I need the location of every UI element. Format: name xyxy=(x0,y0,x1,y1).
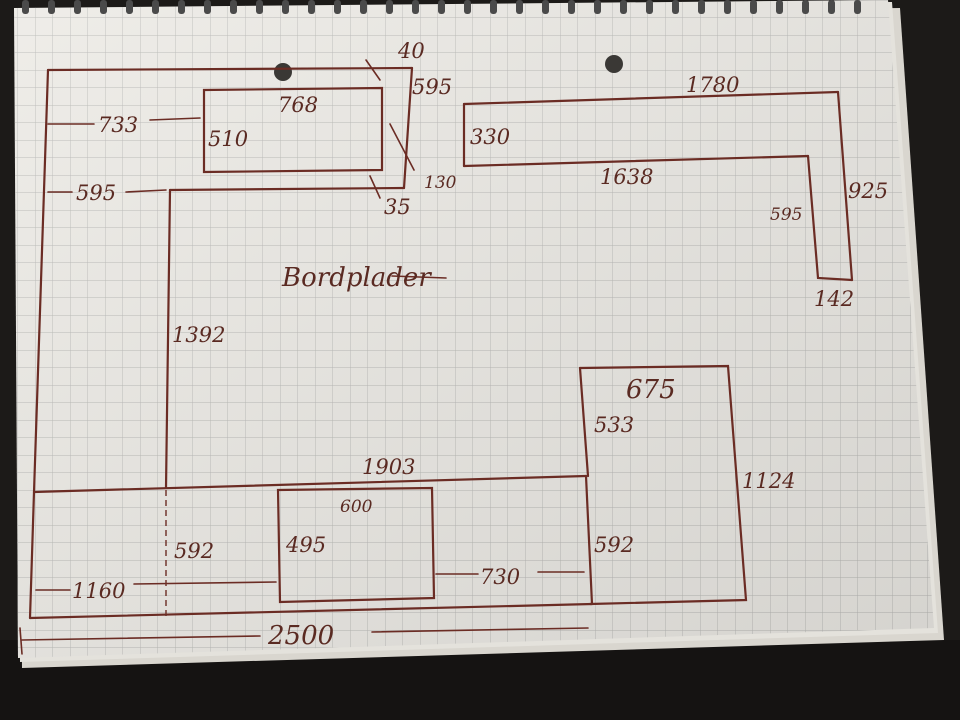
dim-label-1780: 1780 xyxy=(686,73,739,97)
dim-label-925: 925 xyxy=(848,179,888,203)
dim-label-768: 768 xyxy=(278,93,318,117)
spiral-binding xyxy=(22,0,861,14)
dim-label-330: 330 xyxy=(470,125,510,149)
dim-label-1160: 1160 xyxy=(72,579,125,603)
dim-label-1124: 1124 xyxy=(742,469,795,493)
dim-label-592-right: 592 xyxy=(594,533,634,557)
countertop-sketch xyxy=(19,59,854,655)
dim-label-733: 733 xyxy=(98,113,138,137)
punch-hole xyxy=(605,55,623,73)
dim-label-592-left: 592 xyxy=(174,539,214,563)
dim-label-675: 675 xyxy=(626,375,676,405)
punch-hole xyxy=(274,63,292,81)
dim-label-35: 35 xyxy=(384,195,411,219)
dim-label-595-top: 595 xyxy=(412,75,452,99)
dim-label-510: 510 xyxy=(208,127,248,151)
dim-label-495: 495 xyxy=(285,533,326,557)
dim-label-2500: 2500 xyxy=(267,621,334,651)
sketch-title: Bordplader xyxy=(281,263,432,293)
dim-label-1392: 1392 xyxy=(172,323,225,347)
dim-label-130: 130 xyxy=(424,173,457,193)
dim-label-1903: 1903 xyxy=(362,455,415,479)
dim-label-595-left: 595 xyxy=(76,181,116,205)
dim-label-730: 730 xyxy=(480,565,520,589)
dim-label-595-right: 595 xyxy=(770,205,802,225)
paper-shading xyxy=(14,0,934,658)
dim-label-40: 40 xyxy=(397,39,425,63)
dim-label-1638: 1638 xyxy=(600,165,653,189)
dim-label-533: 533 xyxy=(594,413,634,437)
dim-label-142: 142 xyxy=(814,287,854,311)
dim-label-600: 600 xyxy=(340,497,373,517)
